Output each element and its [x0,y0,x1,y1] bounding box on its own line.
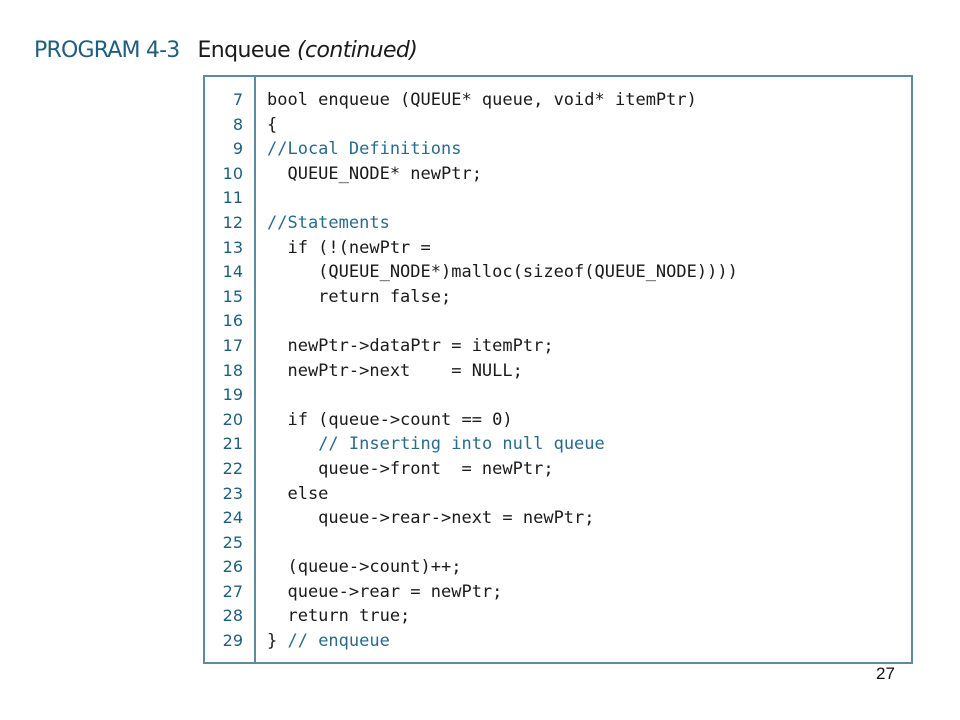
line-number: 11 [222,188,243,208]
code-line: 20 if (queue->count == 0) [205,408,911,433]
code-statement: (queue->count)++; [267,557,462,578]
code-text: { [267,113,277,138]
code-text: queue->rear = newPtr; [267,580,502,605]
code-comment: //Statements [267,212,390,233]
line-number: 7 [232,90,243,109]
code-text: if (queue->count == 0) [267,408,513,433]
code-text: //Statements [267,211,390,236]
code-statement: if (queue->count == 0) [267,409,513,430]
code-text: return false; [267,285,451,310]
code-statement: if (!(newPtr = [267,237,431,258]
code-text: //Local Definitions [267,137,461,162]
code-line: 9 //Local Definitions [205,137,911,162]
code-text: bool enqueue (QUEUE* queue, void* itemPt… [267,88,697,113]
code-text: newPtr->next = NULL; [267,359,523,384]
code-line: 16 [205,309,911,334]
line-number: 27 [222,581,243,601]
line-number: 21 [222,434,243,454]
code-line: 25 [205,531,911,556]
line-number: 16 [222,311,243,331]
code-comment: // enqueue [287,631,390,652]
code-text: newPtr->dataPtr = itemPtr; [267,334,554,359]
code-lines: 7 bool enqueue (QUEUE* queue, void* itemP… [205,88,911,654]
code-line: 19 [205,383,911,408]
code-statement: newPtr->dataPtr = itemPtr; [267,335,554,356]
code-line: 8{ [205,113,911,138]
code-statement: { [267,114,278,135]
code-statement: return true; [267,606,411,627]
code-statement: newPtr->next = NULL; [267,360,523,381]
code-line: 24 queue->rear->next = newPtr; [205,506,911,531]
line-number: 23 [222,483,243,503]
line-number: 12 [222,212,243,232]
code-text: QUEUE_NODE* newPtr; [267,162,482,187]
code-line: 29} // enqueue [205,629,911,654]
line-number: 22 [222,458,243,478]
code-text: (queue->count)++; [267,555,461,580]
code-line: 12 //Statements [205,211,911,236]
code-statement: queue->front = newPtr; [267,458,554,479]
code-listing: 7 bool enqueue (QUEUE* queue, void* itemP… [203,75,913,664]
code-statement: queue->rear->next = newPtr; [267,508,595,529]
code-line: 10 QUEUE_NODE* newPtr; [205,162,911,187]
line-number: 18 [222,360,243,380]
program-title-suffix: (continued) [297,38,418,63]
line-number: 19 [222,385,243,405]
code-text: else [267,482,328,507]
code-text: if (!(newPtr = [267,236,431,261]
code-line: 14 (QUEUE_NODE*)malloc(sizeof(QUEUE_NODE… [205,260,911,285]
code-line: 27 queue->rear = newPtr; [205,580,911,605]
program-label: PROGRAM 4-3 [34,38,180,63]
code-comment: // Inserting into null queue [318,434,605,455]
code-line: 23 else [205,482,911,507]
slide-heading: PROGRAM 4-3 Enqueue (continued) [34,38,418,70]
line-number-divider [254,77,256,662]
code-comment: //Local Definitions [267,139,462,160]
line-number: 20 [222,409,243,429]
code-line: 21 // Inserting into null queue [205,432,911,457]
code-statement: queue->rear = newPtr; [267,581,503,602]
code-line: 7 bool enqueue (QUEUE* queue, void* itemP… [205,88,911,113]
line-number: 25 [222,532,243,552]
code-line: 17 newPtr->dataPtr = itemPtr; [205,334,911,359]
code-statement: (QUEUE_NODE*)malloc(sizeof(QUEUE_NODE)))… [267,262,738,283]
code-statement: QUEUE_NODE* newPtr; [267,163,482,184]
line-number: 10 [222,163,243,183]
line-number: 14 [222,262,243,282]
code-text: // Inserting into null queue [267,432,605,457]
code-text: (QUEUE_NODE*)malloc(sizeof(QUEUE_NODE)))… [267,260,738,285]
code-line: 11 [205,186,911,211]
code-statement [267,434,318,454]
code-statement: bool enqueue (QUEUE* queue, void* itemPt… [267,90,697,110]
code-line: 18 newPtr->next = NULL; [205,359,911,384]
code-text: queue->rear->next = newPtr; [267,506,595,531]
line-number: 29 [222,631,243,651]
line-number: 15 [222,286,243,306]
page-number: 27 [876,664,895,683]
code-statement: return false; [267,286,452,307]
line-number: 24 [222,508,243,528]
code-line: 15 return false; [205,285,911,310]
line-number: 9 [232,139,243,159]
line-number: 13 [222,237,243,257]
line-number: 8 [232,114,243,134]
code-statement: } [267,631,288,652]
line-number: 28 [222,606,243,626]
code-line: 22 queue->front = newPtr; [205,457,911,482]
code-text: } // enqueue [267,629,390,654]
code-statement: else [267,483,329,504]
code-line: 26 (queue->count)++; [205,555,911,580]
code-line: 28 return true; [205,604,911,629]
line-number: 26 [222,557,243,577]
line-number: 17 [222,335,243,355]
code-text: queue->front = newPtr; [267,457,554,482]
code-line: 13 if (!(newPtr = [205,236,911,261]
code-text: return true; [267,604,410,629]
program-title: Enqueue [197,38,291,63]
